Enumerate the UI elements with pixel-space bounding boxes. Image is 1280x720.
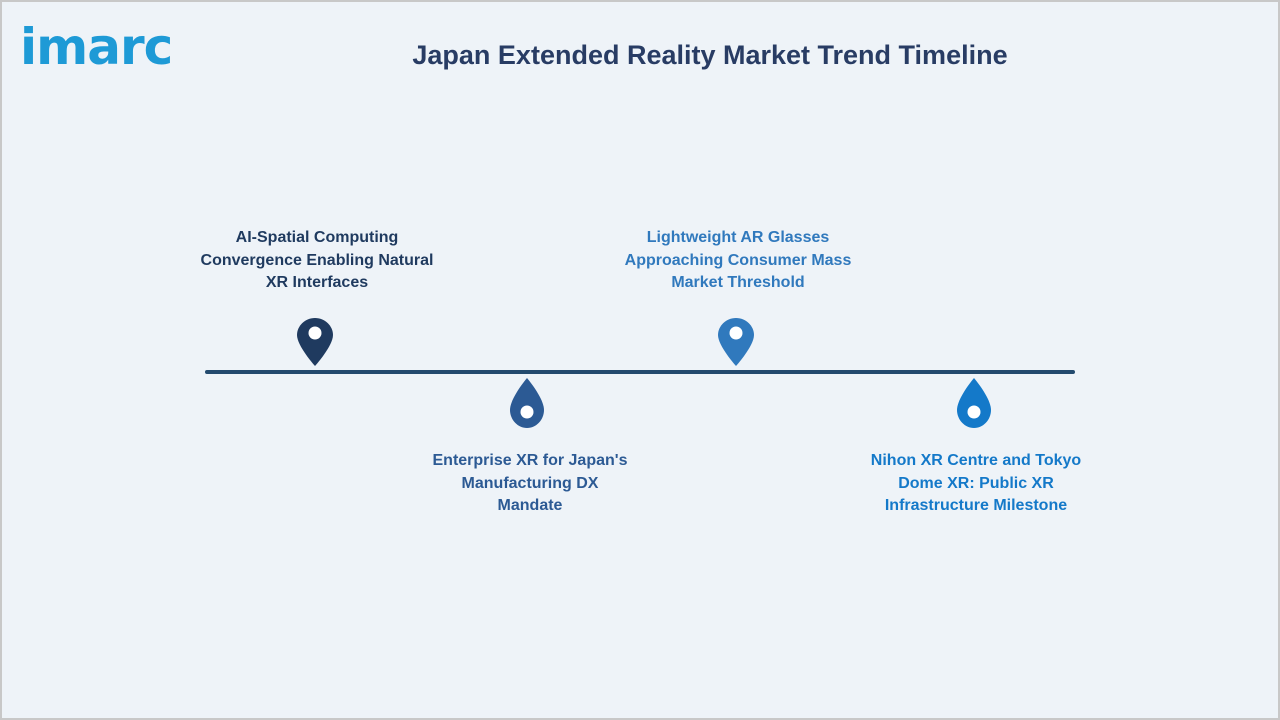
- marker-1-hole: [308, 326, 322, 340]
- marker-4-shape: [957, 378, 991, 428]
- milestone-1-line-3: XR Interfaces: [265, 274, 369, 291]
- milestone-3-line-3: Market Threshold: [671, 274, 805, 291]
- imarc-logo: imarc: [20, 16, 204, 80]
- marker-4-hole: [967, 405, 981, 419]
- milestone-label-4: Nihon XR Centre and Tokyo Dome XR: Publi…: [851, 450, 1101, 518]
- marker-3-hole: [729, 326, 743, 340]
- milestone-1-line-2: Convergence Enabling Natural: [200, 251, 434, 269]
- droplet-icon: [957, 378, 991, 428]
- milestone-1-line-1: AI-Spatial Computing: [235, 229, 399, 246]
- milestone-4-line-2: Dome XR: Public XR: [898, 474, 1054, 492]
- map-pin-icon: [718, 318, 754, 366]
- milestone-label-2: Enterprise XR for Japan's Manufacturing …: [410, 450, 650, 518]
- milestone-label-3: Lightweight AR Glasses Approaching Consu…: [618, 227, 858, 295]
- milestone-3-line-2: Approaching Consumer Mass: [624, 251, 852, 269]
- milestone-3-line-1: Lightweight AR Glasses: [646, 229, 830, 246]
- milestone-2-line-3: Mandate: [497, 497, 563, 514]
- milestone-4-line-3: Infrastructure Milestone: [884, 497, 1068, 514]
- droplet-icon: [510, 378, 544, 428]
- milestone-4-line-1: Nihon XR Centre and Tokyo: [870, 452, 1082, 469]
- marker-3-shape: [718, 318, 754, 366]
- page-title: Japan Extended Reality Market Trend Time…: [412, 40, 1008, 70]
- milestone-2-line-2: Manufacturing DX: [461, 474, 599, 492]
- milestone-label-1: AI-Spatial Computing Convergence Enablin…: [197, 227, 437, 295]
- logo-text: imarc: [20, 18, 173, 76]
- milestone-2-line-1: Enterprise XR for Japan's: [432, 452, 628, 469]
- timeline-line: [205, 370, 1075, 374]
- marker-2-shape: [510, 378, 544, 428]
- map-pin-icon: [297, 318, 333, 366]
- marker-2-hole: [520, 405, 534, 419]
- marker-1-shape: [297, 318, 333, 366]
